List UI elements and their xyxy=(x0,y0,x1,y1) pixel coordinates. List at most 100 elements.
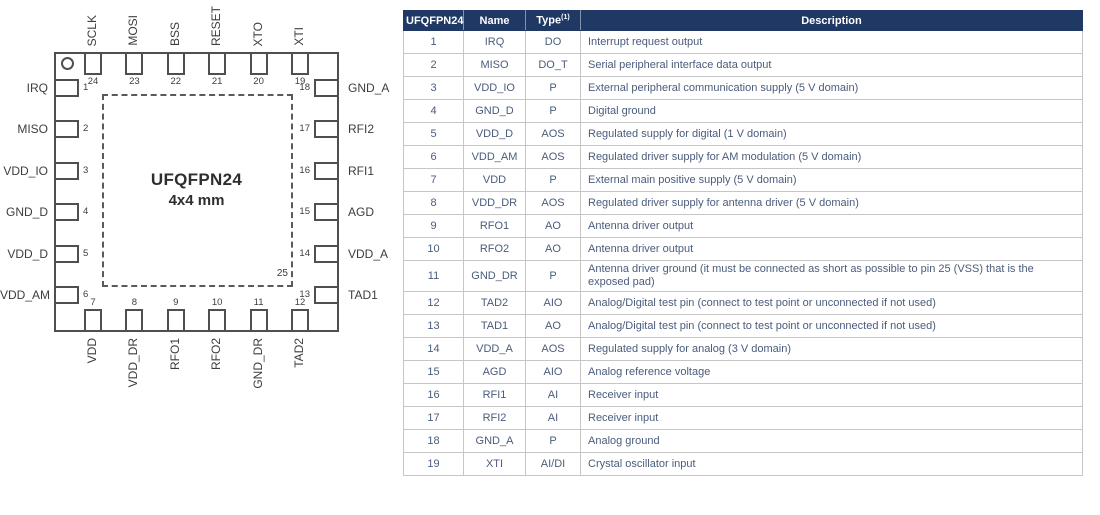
pin-box-right xyxy=(314,286,339,304)
pin-label-top: MOSI xyxy=(126,15,141,46)
name-cell: TAD2 xyxy=(463,291,526,315)
name-cell: RFO2 xyxy=(463,237,526,261)
desc-cell: Analog reference voltage xyxy=(580,360,1083,384)
chip-package-size: 4x4 mm xyxy=(168,192,225,209)
pin-box-top xyxy=(208,52,227,75)
desc-cell: Antenna driver output xyxy=(580,214,1083,238)
pin-number: 11 xyxy=(253,297,264,308)
desc-cell: Receiver input xyxy=(580,406,1083,430)
type-cell: AI xyxy=(525,383,581,407)
pin-box-left xyxy=(54,286,79,304)
pin1-indicator-icon xyxy=(61,57,74,70)
table-header: UFQFPN24 Name Type(1) Description xyxy=(403,10,1083,31)
pin-box-left xyxy=(54,79,79,97)
header-type: Type(1) xyxy=(525,10,581,31)
desc-cell: Analog/Digital test pin (connect to test… xyxy=(580,314,1083,338)
pin-number: 21 xyxy=(211,76,223,87)
name-cell: VDD_AM xyxy=(463,145,526,169)
pin-box-top xyxy=(166,52,185,75)
type-cell: AOS xyxy=(525,337,581,361)
pin-number: 22 xyxy=(170,76,182,87)
type-cell: AIO xyxy=(525,291,581,315)
pin-label-left: GND_D xyxy=(5,205,48,220)
type-cell: P xyxy=(525,168,581,192)
name-cell: VDD_IO xyxy=(463,76,526,100)
pin-label-top: XTI xyxy=(292,27,306,46)
pin-label-top: BSS xyxy=(167,21,182,46)
pin-cell: 11 xyxy=(403,260,464,292)
name-cell: XTI xyxy=(463,452,526,476)
pin-box-bottom xyxy=(208,309,227,332)
pin-cell: 15 xyxy=(403,360,464,384)
pin-number: 7 xyxy=(90,297,96,308)
pin-label-top: SCLK xyxy=(85,14,99,46)
pin-box-top xyxy=(291,52,309,75)
pin-cell: 10 xyxy=(403,237,464,261)
desc-cell: Antenna driver ground (it must be connec… xyxy=(580,260,1083,292)
type-cell: AO xyxy=(525,214,581,238)
type-cell: P xyxy=(525,76,581,100)
pin-cell: 16 xyxy=(403,383,464,407)
pin-number: 10 xyxy=(211,297,223,308)
pin-number: 17 xyxy=(299,123,310,135)
pin-cell: 3 xyxy=(403,76,464,100)
name-cell: VDD_A xyxy=(463,337,526,361)
type-cell: DO xyxy=(525,30,581,54)
pin-cell: 14 xyxy=(403,337,464,361)
pin-cell: 19 xyxy=(403,452,464,476)
pin-label-right: RFI1 xyxy=(348,163,375,178)
pin-box-bottom xyxy=(249,309,268,332)
pin-number: 6 xyxy=(83,289,89,300)
pin-box-left xyxy=(54,161,79,180)
desc-cell: Receiver input xyxy=(580,383,1083,407)
pin-number: 1 xyxy=(83,82,89,93)
pin-box-bottom xyxy=(166,309,185,332)
desc-cell: Antenna driver output xyxy=(580,237,1083,261)
pin-label-right: TAD1 xyxy=(348,288,378,302)
pin-label-bottom: VDD xyxy=(85,338,99,364)
type-cell: AOS xyxy=(525,191,581,215)
pin-number: 24 xyxy=(87,76,99,87)
chip-package-name: UFQFPN24 xyxy=(150,170,243,189)
pin-label-right: GND_A xyxy=(348,81,390,95)
desc-cell: Regulated supply for analog (3 V domain) xyxy=(580,337,1083,361)
pin-box-right xyxy=(314,79,339,97)
pin-box-left xyxy=(54,203,79,222)
type-cell: AIO xyxy=(525,360,581,384)
pin-label-left: VDD_AM xyxy=(0,288,51,302)
desc-cell: External main positive supply (5 V domai… xyxy=(580,168,1083,192)
pin-label-right: VDD_A xyxy=(348,246,389,261)
pin-box-left xyxy=(54,244,79,263)
chip-title-block: UFQFPN24 4x4 mm xyxy=(54,170,339,209)
pin-cell: 12 xyxy=(403,291,464,315)
header-name: Name xyxy=(463,10,526,31)
type-cell: P xyxy=(525,99,581,123)
pin-number: 20 xyxy=(253,76,264,87)
pin-label-top: XTO xyxy=(250,21,265,46)
pin-number: 12 xyxy=(294,297,306,308)
type-cell: P xyxy=(525,260,581,292)
pin-number: 19 xyxy=(294,76,306,87)
header-ufqfpn24: UFQFPN24 xyxy=(403,10,464,31)
pin-number: 18 xyxy=(299,82,310,93)
header-description: Description xyxy=(580,10,1083,31)
pin-box-left xyxy=(54,120,79,139)
type-cell: DO_T xyxy=(525,53,581,77)
pin-label-bottom: TAD2 xyxy=(292,338,306,368)
desc-cell: Interrupt request output xyxy=(580,30,1083,54)
name-cell: GND_A xyxy=(463,429,526,453)
pin-box-bottom xyxy=(291,309,309,332)
pin-box-top xyxy=(249,52,268,75)
pin-box-top xyxy=(125,52,144,75)
